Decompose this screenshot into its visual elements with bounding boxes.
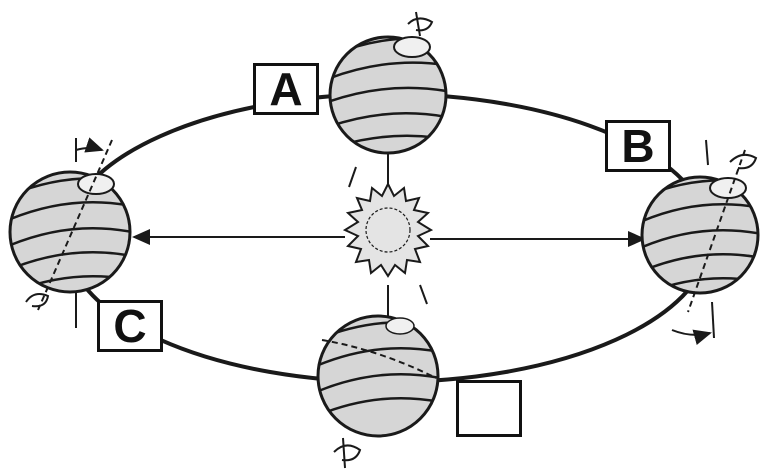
earth-globe-icon — [640, 149, 760, 313]
earth-globe-icon — [316, 314, 440, 438]
season-label-a: A — [253, 63, 319, 115]
earth-globe-icon — [328, 35, 448, 155]
season-label-blank-box[interactable] — [456, 380, 522, 437]
rotation-arrow-icon — [705, 139, 758, 339]
earth-globe-icon — [8, 139, 132, 311]
season-label-c: C — [97, 300, 163, 352]
season-label-b: B — [605, 120, 671, 172]
tilt-angle-arrow — [671, 329, 712, 345]
tick-mark-lower — [419, 284, 428, 305]
rotation-arrow-icon — [407, 11, 434, 37]
rotation-arrow-icon — [333, 437, 362, 469]
tick-mark-upper — [348, 166, 357, 188]
rotation-arrow-icon — [25, 137, 104, 328]
sun-icon — [342, 181, 434, 278]
